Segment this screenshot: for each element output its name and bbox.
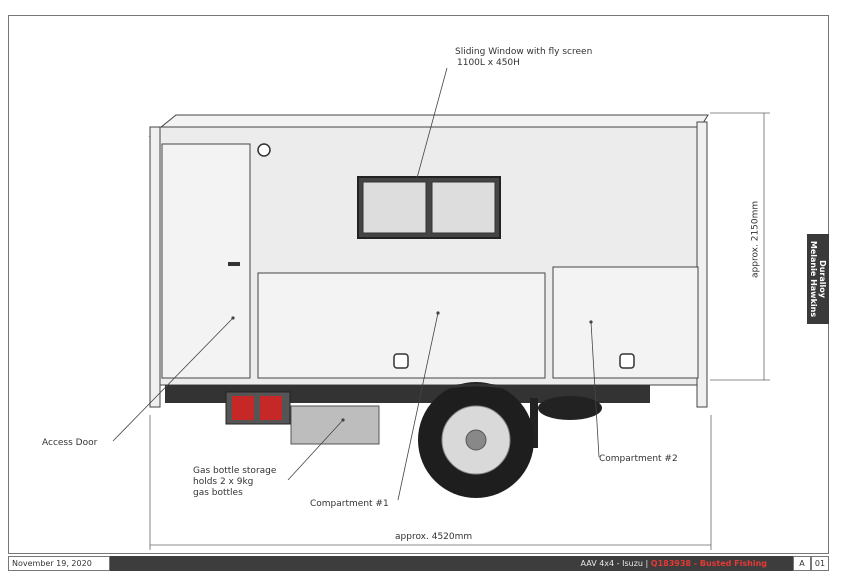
compartment-1-latch [393, 353, 409, 369]
compartment-1-annotation: Compartment #1 [310, 499, 389, 509]
access-door-annotation: Access Door [42, 438, 98, 448]
door-handle [228, 262, 240, 266]
footer-project-prefix: AAV 4x4 - Isuzu | [580, 559, 649, 568]
gas-annotation-line1: Gas bottle storage [193, 466, 277, 476]
footer-revision: A [793, 556, 811, 571]
checker-plate-box [290, 405, 380, 445]
footer-date: November 19, 2020 [8, 556, 110, 571]
gas-bottle-2 [260, 396, 282, 420]
footer-sheet-number: 01 [811, 556, 829, 571]
side-tab-line2: Melanie Hawkins [809, 240, 818, 318]
footer-project-code: Q183938 - Busted Fishing [650, 559, 767, 568]
mudflap [530, 398, 538, 448]
spare-wheel [538, 396, 602, 420]
window-pane-left [362, 181, 427, 234]
rear-wheel-hub [465, 429, 487, 451]
wheel-arch [411, 383, 541, 397]
side-tab-line1: Duralloy [818, 260, 827, 298]
window-pane-right [431, 181, 496, 234]
light-fixture [257, 143, 271, 157]
compartment-2-annotation: Compartment #2 [599, 454, 678, 464]
window-annotation-line1: Sliding Window with fly screen [455, 47, 593, 57]
gas-annotation-line3: gas bottles [193, 488, 243, 498]
footer-project: AAV 4x4 - Isuzu | Q183938 - Busted Fishi… [581, 556, 767, 571]
window-annotation-line2: 1100L x 450H [457, 58, 520, 68]
gas-bottle-1 [232, 396, 254, 420]
front-post [149, 126, 161, 408]
height-dimension-label: approx. 2150mm [750, 200, 761, 278]
footer-bar: November 19, 2020 AAV 4x4 - Isuzu | Q183… [8, 556, 829, 571]
rear-post [696, 121, 708, 408]
gas-annotation-line2: holds 2 x 9kg [193, 477, 254, 487]
access-door [161, 143, 251, 379]
length-dimension-label: approx. 4520mm [395, 532, 473, 542]
compartment-2-latch [619, 353, 635, 369]
